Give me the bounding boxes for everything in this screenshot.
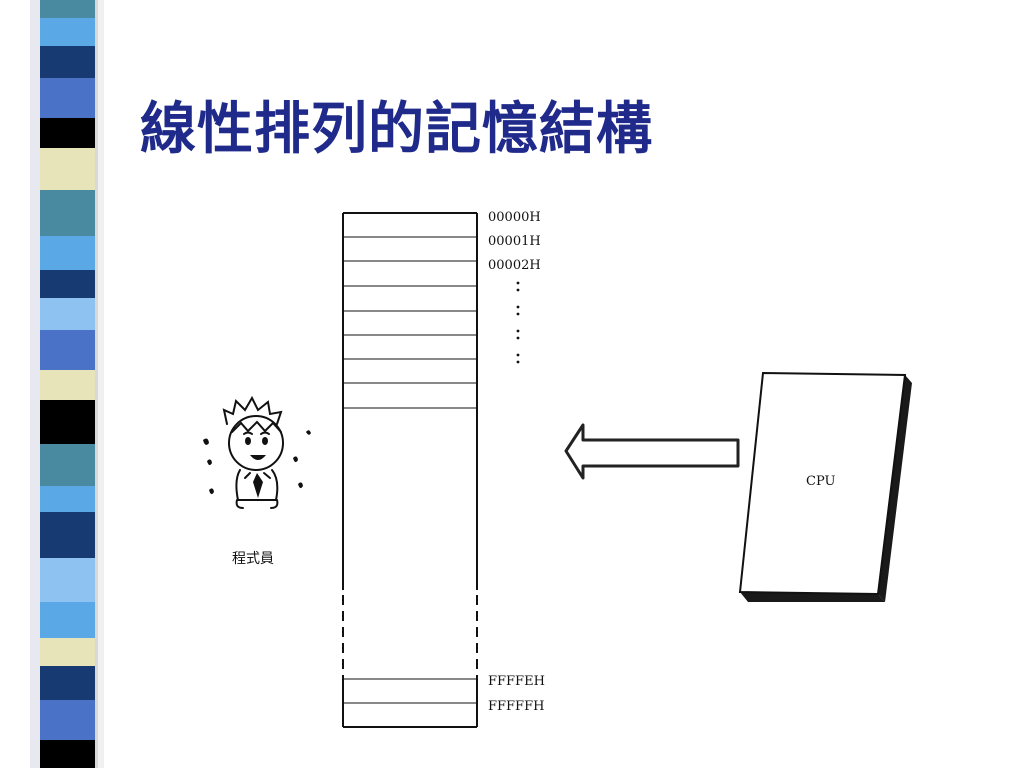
strip-blocks (40, 0, 95, 768)
decorative-side-strip (0, 0, 110, 768)
address-label: FFFFEH (488, 674, 545, 689)
address-label: 00002H (488, 258, 541, 273)
cpu-box: CPU (738, 371, 912, 602)
cpu-label: CPU (806, 474, 835, 489)
address-label: FFFFFH (488, 699, 544, 714)
left-arrow-icon (564, 423, 740, 480)
programmer-caption: 程式員 (232, 551, 274, 567)
memory-cell-dividers (343, 236, 477, 704)
memory-column (342, 212, 478, 728)
programmer-icon (203, 395, 311, 509)
address-label: 00001H (488, 234, 541, 249)
ellipsis-dots (516, 281, 520, 364)
slide-title: 線性排列的記憶結構 (140, 96, 653, 162)
address-label: 00000H (488, 210, 541, 225)
